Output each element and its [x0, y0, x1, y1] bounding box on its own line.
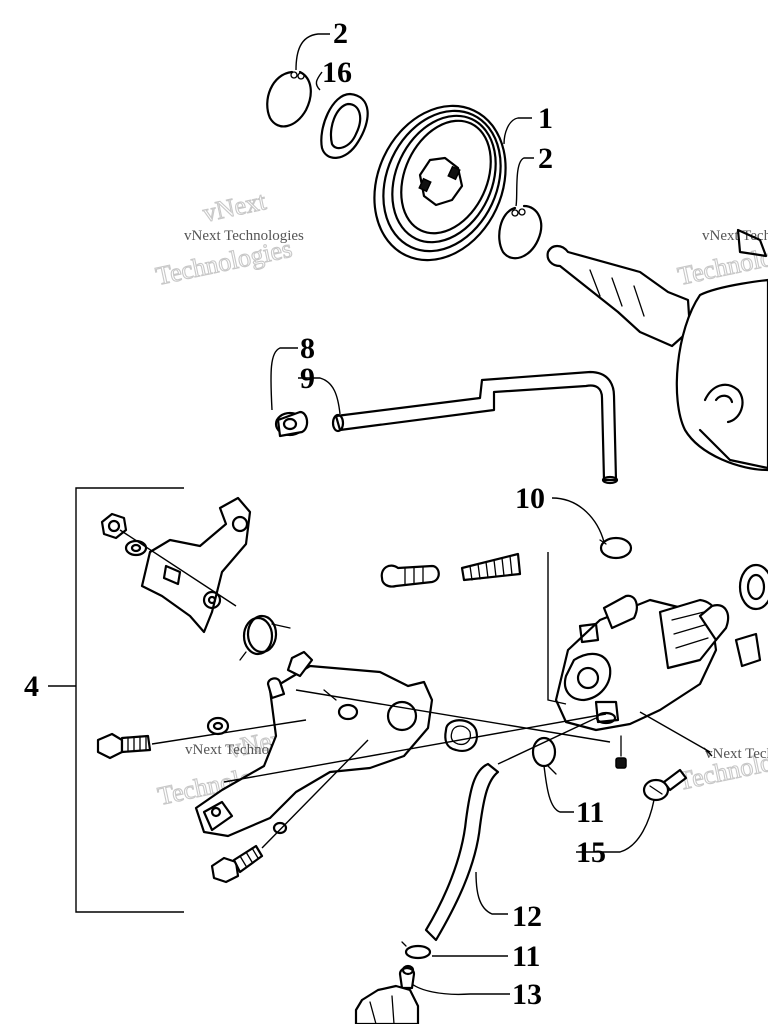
bolt-left	[96, 732, 152, 760]
oil-pump-body	[554, 563, 768, 769]
fitting-13	[354, 964, 420, 1024]
callout-12: 12	[512, 900, 542, 933]
callout-10: 10	[515, 482, 545, 515]
callout-16: 16	[322, 56, 352, 89]
throttle-body	[194, 650, 434, 838]
hose-12	[424, 762, 500, 942]
watermark-small-3: vNext Technologies	[705, 746, 768, 762]
callout-9: 9	[300, 362, 315, 395]
gasket-small	[444, 719, 478, 752]
lever-plate	[140, 496, 252, 634]
shaft-housing	[546, 228, 768, 472]
callout-4: 4	[24, 670, 39, 703]
leader-lines	[119, 33, 713, 996]
assembly-bracket-4	[48, 487, 184, 913]
callout-11-lower: 11	[512, 940, 540, 973]
watermark-big-1a: vNext	[200, 186, 269, 228]
washer-middle	[206, 716, 230, 736]
snap-ring-top	[266, 70, 312, 128]
watermark-small-1: vNext Technologies	[184, 228, 304, 244]
gasket-16	[320, 92, 369, 159]
clamp-11-lower	[401, 941, 432, 960]
bolt-bottom	[210, 821, 288, 884]
callout-11-upper: 11	[576, 796, 604, 829]
tube-9	[331, 370, 619, 485]
callout-2-top: 2	[333, 17, 348, 50]
callout-8: 8	[300, 332, 315, 365]
callout-15: 15	[576, 836, 606, 869]
watermark-small-4: vNext Technologies	[702, 228, 768, 244]
callout-2-right: 2	[538, 142, 553, 175]
callout-1: 1	[538, 102, 553, 135]
callout-labels: 2 16 1 2 8 9 10 4 11 15 12 11 13	[24, 17, 606, 1011]
screw-15	[642, 768, 688, 802]
torsion-spring	[239, 614, 291, 661]
clamp-10	[599, 536, 633, 560]
spring-screw	[380, 552, 522, 588]
nut-washer	[100, 512, 148, 557]
pulley-1	[373, 104, 507, 262]
callout-13: 13	[512, 978, 542, 1011]
snap-ring-right	[498, 204, 543, 260]
spacer-8	[274, 410, 309, 438]
